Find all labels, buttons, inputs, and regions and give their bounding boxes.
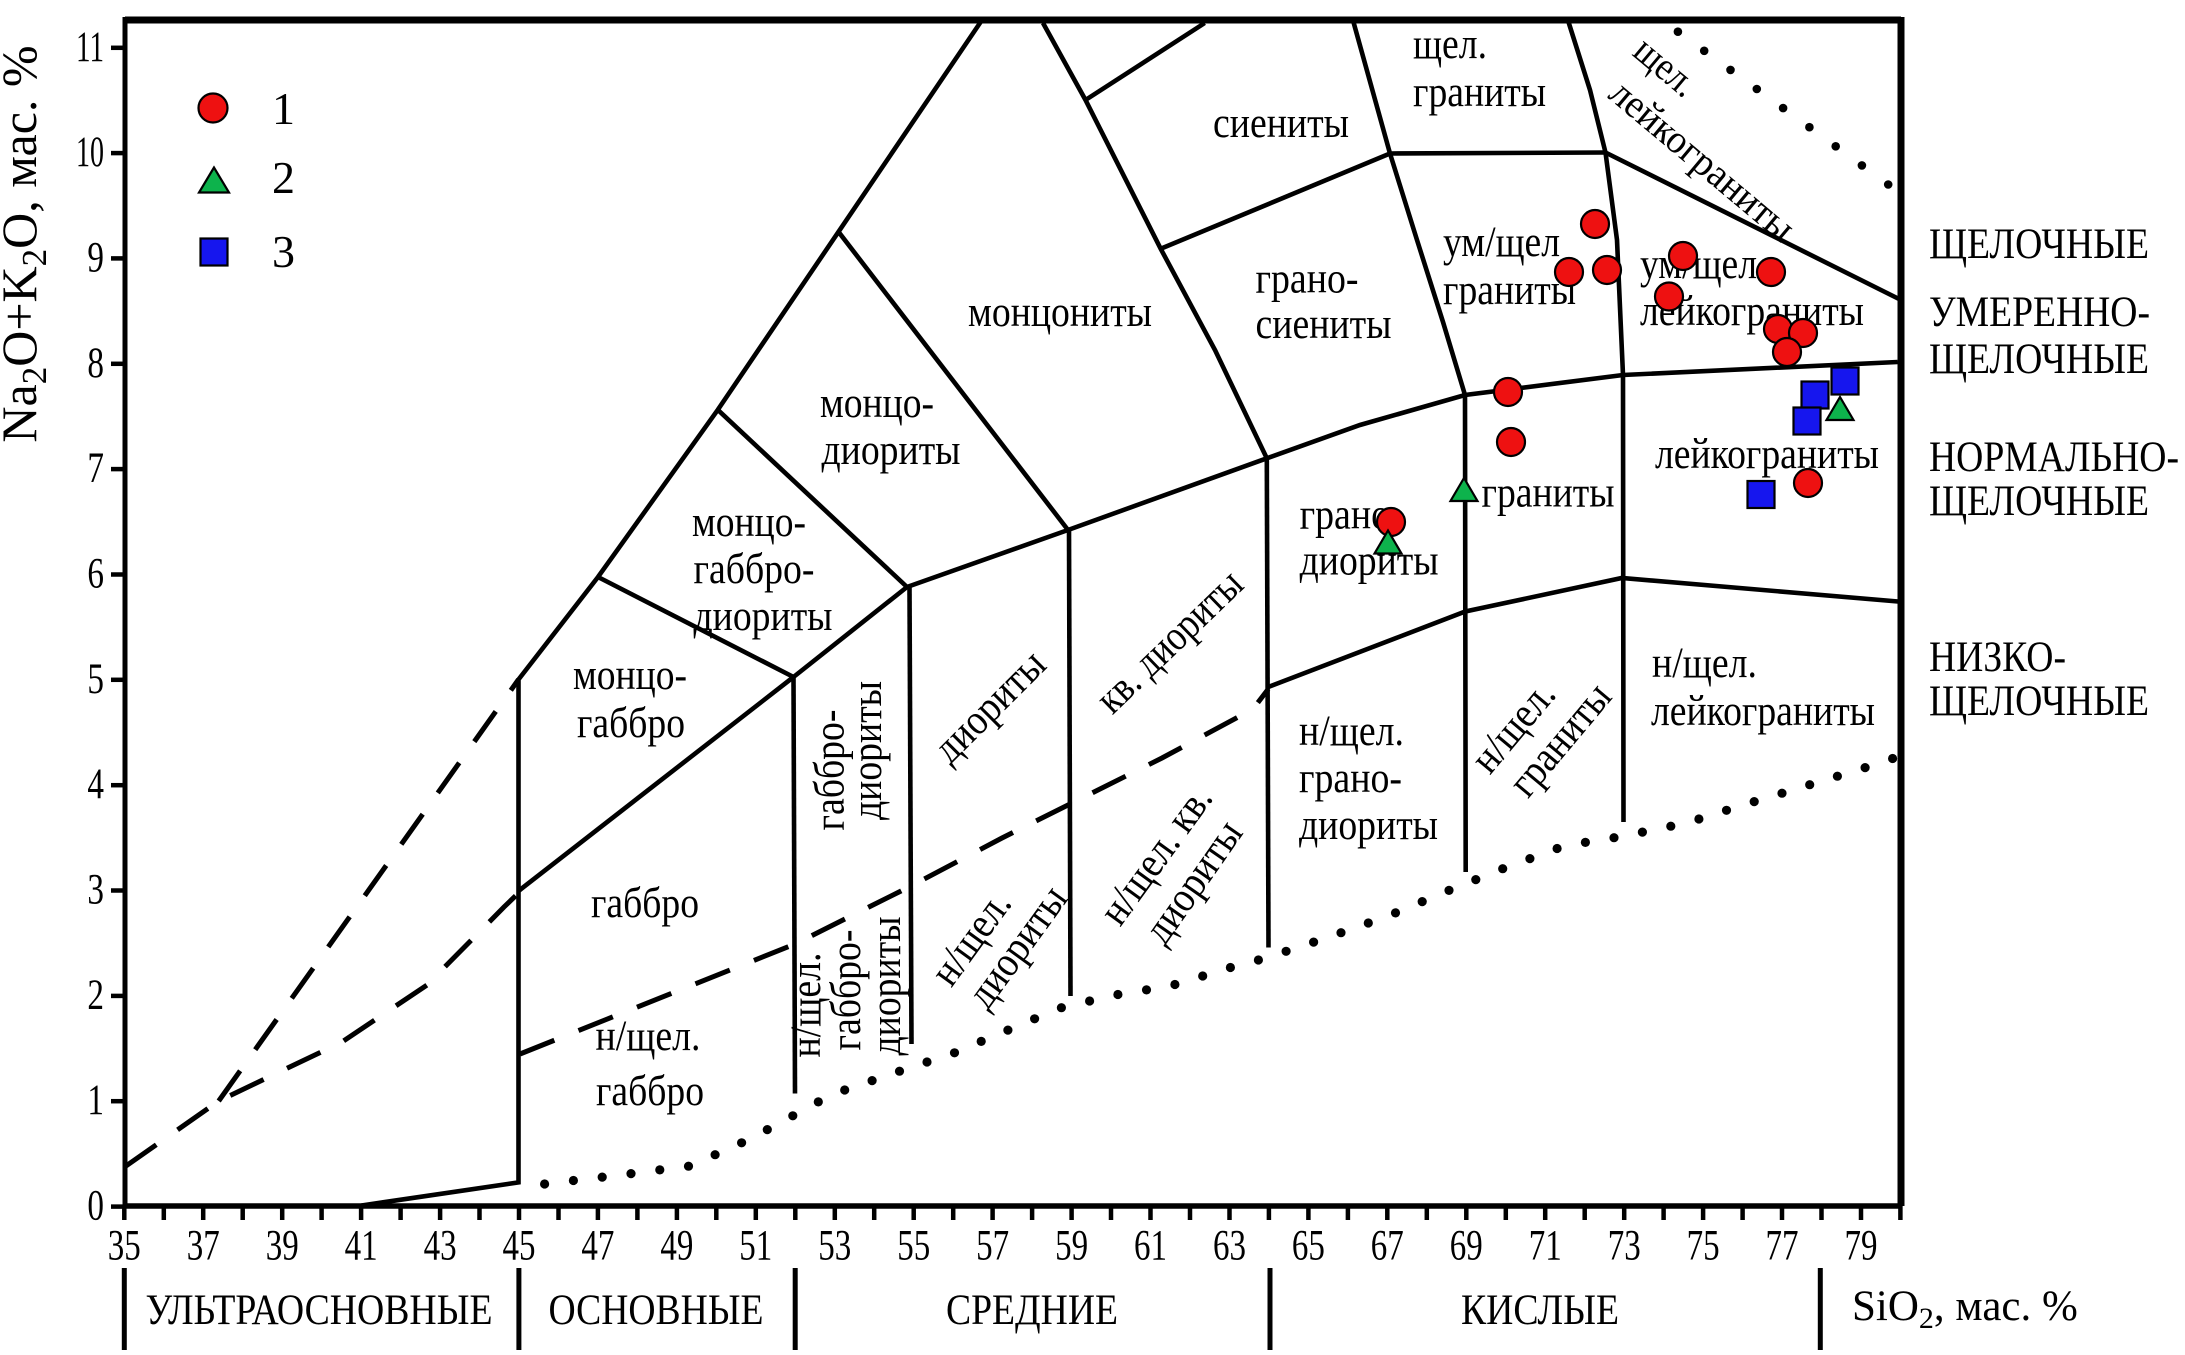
svg-text:8: 8: [87, 340, 104, 387]
svg-text:1: 1: [272, 83, 295, 134]
svg-text:37: 37: [187, 1223, 220, 1270]
svg-text:граниты: граниты: [1443, 267, 1576, 314]
svg-text:3: 3: [272, 226, 295, 277]
svg-text:ЩЕЛОЧНЫЕ: ЩЕЛОЧНЫЕ: [1929, 678, 2149, 725]
svg-text:габбро-: габбро-: [823, 930, 870, 1051]
svg-text:диориты: диориты: [694, 593, 833, 640]
svg-text:77: 77: [1766, 1223, 1799, 1270]
svg-text:граниты: граниты: [1482, 470, 1615, 517]
svg-text:диориты: диориты: [844, 681, 891, 820]
svg-text:2: 2: [272, 152, 295, 203]
svg-text:ум/щел: ум/щел: [1443, 219, 1560, 266]
svg-text:н/щел.: н/щел.: [1299, 708, 1404, 755]
svg-text:3: 3: [87, 867, 104, 914]
svg-text:63: 63: [1213, 1223, 1246, 1270]
svg-text:щел.: щел.: [1413, 21, 1487, 68]
svg-text:ЩЕЛОЧНЫЕ: ЩЕЛОЧНЫЕ: [1929, 478, 2149, 525]
svg-text:0: 0: [87, 1183, 104, 1230]
svg-text:SiO2, мас. %: SiO2, мас. %: [1852, 1283, 2078, 1335]
svg-text:1: 1: [87, 1077, 104, 1124]
svg-text:НИЗКО-: НИЗКО-: [1929, 634, 2066, 681]
svg-text:грано-: грано-: [1299, 755, 1402, 802]
svg-text:71: 71: [1529, 1223, 1562, 1270]
svg-text:ум/щел: ум/щел: [1640, 241, 1757, 288]
svg-text:43: 43: [424, 1223, 457, 1270]
svg-text:10: 10: [76, 129, 104, 176]
svg-text:габбро: габбро: [591, 880, 699, 927]
svg-text:монцо-: монцо-: [692, 499, 806, 546]
svg-text:габбро: габбро: [577, 700, 685, 747]
svg-text:67: 67: [1371, 1223, 1404, 1270]
svg-text:75: 75: [1687, 1223, 1720, 1270]
svg-text:диориты: диориты: [1300, 538, 1439, 585]
svg-text:11: 11: [76, 24, 104, 71]
svg-text:УЛЬТРАОСНОВНЫЕ: УЛЬТРАОСНОВНЫЕ: [146, 1287, 493, 1334]
svg-text:57: 57: [976, 1223, 1009, 1270]
svg-text:грано-: грано-: [1256, 255, 1359, 302]
svg-text:53: 53: [818, 1223, 851, 1270]
svg-text:монцониты: монцониты: [968, 289, 1152, 336]
svg-text:39: 39: [266, 1223, 299, 1270]
svg-text:ЩЕЛОЧНЫЕ: ЩЕЛОЧНЫЕ: [1929, 221, 2149, 268]
svg-text:49: 49: [660, 1223, 693, 1270]
svg-text:35: 35: [108, 1223, 141, 1270]
svg-text:6: 6: [87, 551, 104, 598]
svg-text:габбро-: габбро-: [694, 546, 815, 593]
svg-text:н/щел.: н/щел.: [1652, 640, 1757, 687]
svg-text:51: 51: [739, 1223, 772, 1270]
svg-text:ОСНОВНЫЕ: ОСНОВНЫЕ: [549, 1287, 764, 1334]
svg-text:69: 69: [1450, 1223, 1483, 1270]
svg-text:УМЕРЕННО-: УМЕРЕННО-: [1929, 289, 2150, 336]
svg-text:5: 5: [87, 656, 104, 703]
svg-text:лейкограниты: лейкограниты: [1655, 431, 1879, 478]
svg-text:монцо-: монцо-: [573, 652, 687, 699]
svg-text:61: 61: [1134, 1223, 1167, 1270]
svg-text:сиениты: сиениты: [1256, 301, 1392, 348]
svg-text:диориты: диориты: [822, 427, 961, 474]
svg-text:73: 73: [1608, 1223, 1641, 1270]
svg-text:СРЕДНИЕ: СРЕДНИЕ: [946, 1287, 1118, 1334]
svg-text:монцо-: монцо-: [820, 380, 934, 427]
svg-text:ЩЕЛОЧНЫЕ: ЩЕЛОЧНЫЕ: [1929, 336, 2149, 383]
svg-text:41: 41: [345, 1223, 378, 1270]
svg-text:габбро-: габбро-: [807, 710, 854, 831]
svg-text:59: 59: [1055, 1223, 1088, 1270]
svg-text:лейкограниты: лейкограниты: [1651, 688, 1875, 735]
svg-text:КИСЛЫЕ: КИСЛЫЕ: [1461, 1287, 1619, 1334]
svg-text:габбро: габбро: [596, 1068, 704, 1115]
svg-text:9: 9: [87, 234, 104, 281]
svg-text:Na2O+K2O, мас. %: Na2O+K2O, мас. %: [0, 45, 54, 442]
svg-text:НОРМАЛЬНО-: НОРМАЛЬНО-: [1929, 434, 2179, 481]
svg-text:65: 65: [1292, 1223, 1325, 1270]
svg-text:55: 55: [897, 1223, 930, 1270]
svg-text:сиениты: сиениты: [1213, 100, 1349, 147]
svg-text:4: 4: [87, 761, 104, 808]
svg-text:диориты: диориты: [1299, 802, 1438, 849]
svg-text:н/щел.: н/щел.: [783, 953, 830, 1058]
svg-text:7: 7: [87, 445, 104, 492]
svg-text:47: 47: [581, 1223, 614, 1270]
svg-text:2: 2: [87, 972, 104, 1019]
svg-text:граниты: граниты: [1413, 69, 1546, 116]
svg-text:79: 79: [1845, 1223, 1878, 1270]
svg-text:н/щел.: н/щел.: [596, 1013, 701, 1060]
svg-text:45: 45: [503, 1223, 536, 1270]
svg-text:диориты: диориты: [863, 917, 910, 1056]
